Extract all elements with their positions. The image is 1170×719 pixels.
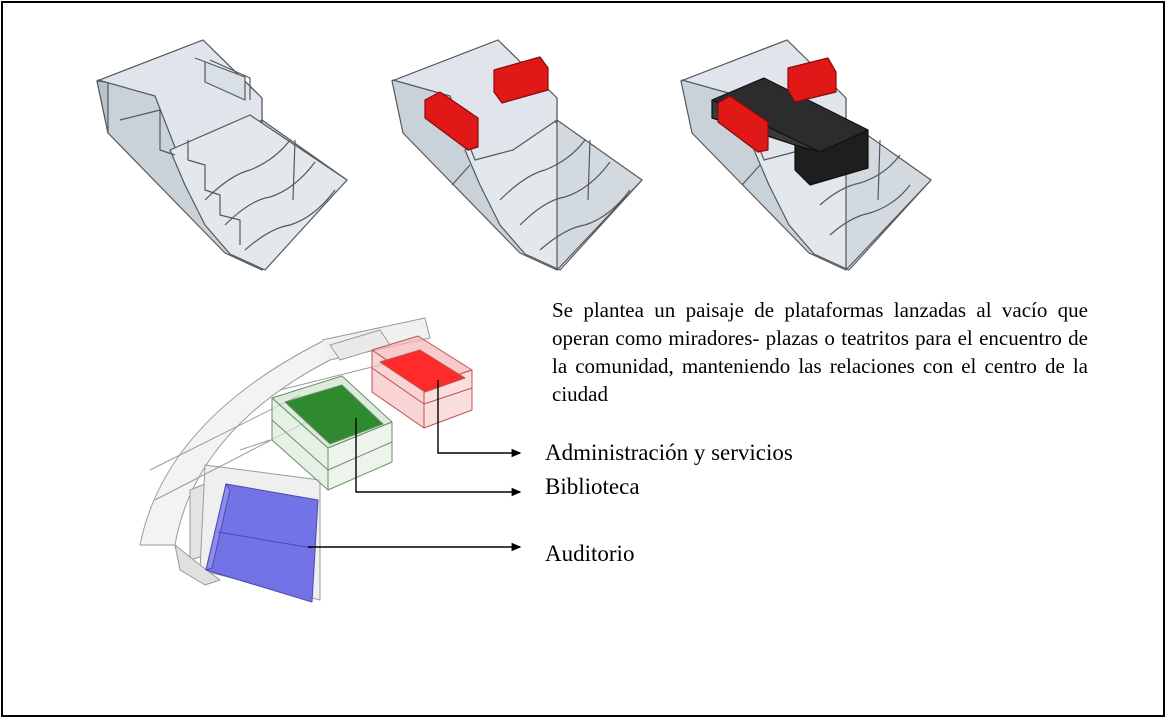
label-auditorio: Auditorio	[545, 541, 635, 566]
massing-diagram-3	[680, 39, 932, 271]
massing-diagram-1	[96, 39, 348, 271]
arrow-biblioteca	[355, 418, 522, 497]
description-text: Se plantea un paisaje de plataformas lan…	[552, 298, 1088, 406]
auditorium-volume	[205, 483, 319, 603]
label-biblioteca: Biblioteca	[545, 474, 640, 499]
arrow-administracion	[437, 380, 522, 458]
library-volume	[271, 375, 393, 491]
massing-diagram-2	[391, 39, 643, 271]
leader-arrows	[308, 380, 522, 552]
label-administracion: Administración y servicios	[545, 440, 793, 465]
admin-volume	[371, 335, 473, 429]
